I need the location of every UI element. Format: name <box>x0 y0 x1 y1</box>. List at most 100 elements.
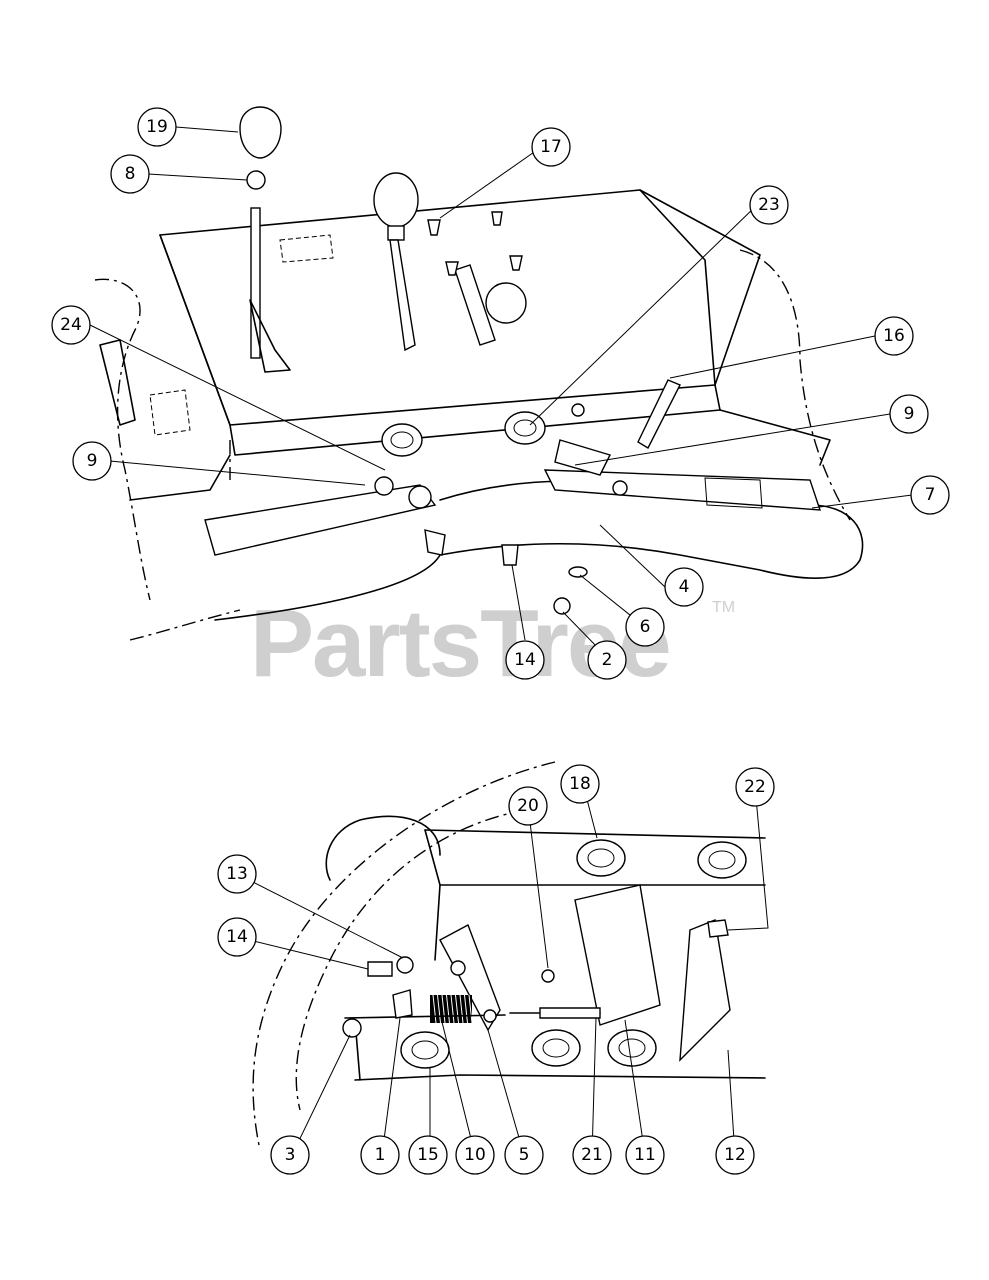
bottom-leader-lines <box>236 783 769 1156</box>
watermark: PartsTree TM <box>250 590 735 697</box>
callout-19: 19 <box>137 107 177 147</box>
callout-6: 6 <box>625 607 665 647</box>
clevis-pin <box>483 1009 497 1023</box>
svg-text:2: 2 <box>602 650 613 670</box>
tube-bend <box>325 815 441 881</box>
screw-a <box>427 219 441 236</box>
pivot-pin <box>637 379 681 449</box>
callout-1: 1 <box>360 1135 400 1175</box>
console-body-right <box>719 409 831 466</box>
nut-3 <box>342 1018 362 1038</box>
bracket-center <box>574 884 661 1026</box>
svg-text:10: 10 <box>464 1145 486 1165</box>
screw-b <box>491 211 503 226</box>
decal-slot <box>279 234 334 263</box>
callout-22: 22 <box>735 767 775 807</box>
svg-text:21: 21 <box>581 1145 603 1165</box>
callout-7: 7 <box>910 475 950 515</box>
control-lever-right <box>454 264 496 346</box>
tube-phantom-inner <box>295 809 526 1111</box>
callout-12: 12 <box>715 1135 755 1175</box>
grommet-right-inner <box>513 419 537 437</box>
svg-text:5: 5 <box>519 1145 530 1165</box>
spring-coil <box>450 994 455 1024</box>
spring-coil <box>437 994 441 1024</box>
svg-text:14: 14 <box>226 927 248 947</box>
frame-right-phantom <box>739 249 851 521</box>
callout-15: 15 <box>408 1135 448 1175</box>
callout-4: 4 <box>664 567 704 607</box>
callouts-bottom: 18 20 22 13 14 3 1 15 10 5 21 11 12 <box>217 764 775 1175</box>
clip-1 <box>392 989 413 1019</box>
frame-bottom-phantom <box>129 609 241 641</box>
svg-text:1: 1 <box>375 1145 386 1165</box>
svg-text:13: 13 <box>226 864 248 884</box>
pin-head <box>450 960 466 976</box>
spring-coil <box>455 994 459 1024</box>
grommet-18-inner <box>587 848 615 868</box>
callout-24: 24 <box>51 305 91 345</box>
grommet-18 <box>576 839 626 877</box>
svg-text:12: 12 <box>724 1145 746 1165</box>
bolt-14 <box>367 961 393 977</box>
callout-20: 20 <box>508 786 548 826</box>
svg-text:15: 15 <box>417 1145 439 1165</box>
svg-text:22: 22 <box>744 777 766 797</box>
handlebar-lower <box>214 554 441 621</box>
svg-text:24: 24 <box>60 315 82 335</box>
pivot-bolt-left <box>374 476 394 496</box>
clip-13 <box>396 956 414 974</box>
svg-text:20: 20 <box>517 796 539 816</box>
svg-text:6: 6 <box>640 617 651 637</box>
spring-coil <box>441 994 446 1024</box>
callout-17: 17 <box>531 127 571 167</box>
grommet-11-inner <box>618 1038 646 1058</box>
tube-phantom-outer <box>252 761 556 1151</box>
control-lever-center <box>389 239 416 352</box>
grommet-c-inner <box>542 1038 570 1058</box>
grommet-b-inner <box>708 850 736 870</box>
callout-18: 18 <box>560 764 600 804</box>
callout-13: 13 <box>217 854 257 894</box>
callouts-top: 19 8 17 23 24 16 9 9 7 4 6 14 2 <box>51 107 950 680</box>
svg-text:9: 9 <box>87 451 98 471</box>
control-knob-center <box>373 172 419 228</box>
callout-11: 11 <box>625 1135 665 1175</box>
console-front-lip <box>229 384 721 456</box>
callout-16: 16 <box>874 316 914 356</box>
pivot-eye-left <box>408 485 432 509</box>
pivot-bolt-right <box>612 480 628 496</box>
arm-slot-right <box>704 477 763 509</box>
svg-text:16: 16 <box>883 326 905 346</box>
frame-left-phantom <box>94 278 151 601</box>
svg-text:8: 8 <box>125 164 136 184</box>
svg-text:3: 3 <box>285 1145 296 1165</box>
hex-nut <box>553 597 571 615</box>
spring-coil <box>432 994 437 1024</box>
top-leader-lines <box>89 126 913 651</box>
svg-text:14: 14 <box>514 650 536 670</box>
shift-knob <box>239 106 282 159</box>
bottom-assembly <box>236 761 769 1156</box>
screw-d <box>445 261 459 276</box>
control-knob-right <box>485 282 527 324</box>
svg-text:23: 23 <box>758 195 780 215</box>
callout-23: 23 <box>749 185 789 225</box>
callout-5: 5 <box>504 1135 544 1175</box>
pivot-nut-left <box>424 529 446 556</box>
bracket-12 <box>679 919 731 1062</box>
sleeve-21 <box>539 1007 601 1019</box>
arm-bracket-right <box>554 439 611 476</box>
spring-coil <box>446 994 450 1024</box>
nut-right-top <box>571 403 585 417</box>
svg-text:7: 7 <box>925 485 936 505</box>
console-right-fold <box>639 189 716 386</box>
screw-c <box>509 255 523 271</box>
control-arm-left <box>204 484 437 556</box>
spring-10 <box>430 994 473 1024</box>
grommet-15-inner <box>411 1040 439 1060</box>
callout-14-top: 14 <box>505 640 545 680</box>
control-rod <box>344 1014 506 1019</box>
jam-nut <box>246 170 266 190</box>
